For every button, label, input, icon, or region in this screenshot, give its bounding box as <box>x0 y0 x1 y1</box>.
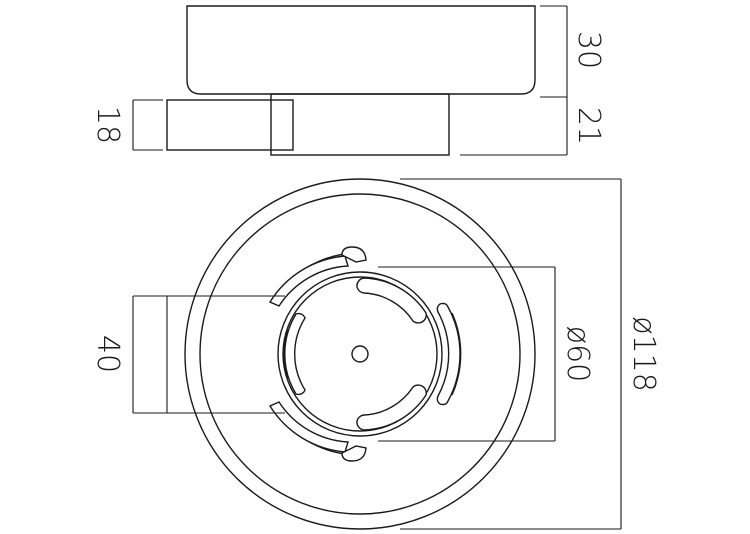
hub-slot-left <box>284 312 306 396</box>
slot-right <box>436 302 461 406</box>
plan-view: ø60 ø118 40 <box>90 178 661 530</box>
dim-label-118: ø118 <box>626 316 661 392</box>
slot-bottom-tab <box>341 445 367 462</box>
center-hole <box>351 345 369 363</box>
dim-label-40: 40 <box>90 335 125 373</box>
mount-block <box>270 93 450 156</box>
slot-lower-left <box>268 401 349 453</box>
hub-outer <box>277 271 443 437</box>
outer-rim <box>184 178 536 530</box>
slot-upper-left <box>268 255 349 307</box>
dim-label-21: 21 <box>571 107 606 145</box>
dish-top-body <box>186 5 536 95</box>
dim-label-30: 30 <box>571 31 606 69</box>
hub-slot-bottom <box>356 384 427 431</box>
side-view: 30 21 18 <box>90 5 606 156</box>
inner-rim <box>199 193 521 515</box>
dim-label-18: 18 <box>90 106 125 144</box>
slot-top-tab <box>341 246 367 263</box>
hub-ring-gap <box>283 329 289 379</box>
hub-slot-top <box>356 277 427 324</box>
hub-inner <box>282 276 438 432</box>
holder-block <box>166 99 294 151</box>
dim-label-60: ø60 <box>560 326 595 383</box>
